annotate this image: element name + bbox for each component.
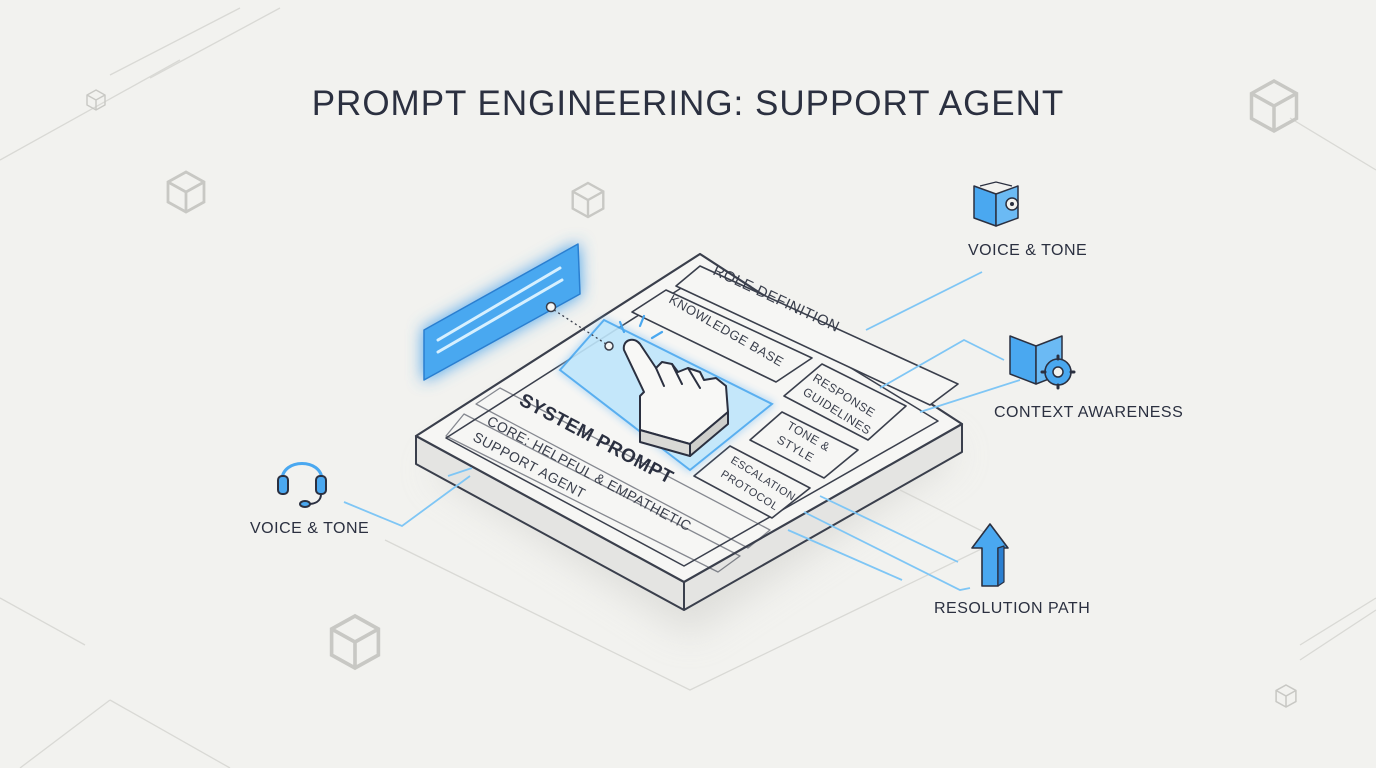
hand-pointer-icon[interactable]: [618, 314, 729, 457]
page-title: PROMPT ENGINEERING: SUPPORT AGENT: [311, 84, 1065, 123]
floating-input-card: [423, 243, 581, 381]
label-resolution-path: RESOLUTION PATH: [934, 600, 1091, 617]
tile-system-prompt[interactable]: [445, 387, 771, 573]
tile-escalation-protocol[interactable]: [693, 445, 811, 519]
tile-role-definition[interactable]: [675, 265, 959, 406]
card-connector: [553, 309, 607, 345]
label-voice-tone-right: VOICE & TONE: [968, 242, 1088, 259]
background-cubes: [86, 78, 1299, 708]
card-anchor-dot: [545, 301, 557, 313]
book-gear-icon-2: [1009, 335, 1076, 390]
tile-tone-style[interactable]: [749, 411, 859, 479]
label-voice-tone-left: VOICE & TONE: [250, 520, 370, 537]
tile-response-guidelines[interactable]: [783, 363, 907, 441]
tile-knowledge-base[interactable]: [631, 289, 813, 383]
book-gear-icon: [973, 181, 1019, 227]
background-lines: [0, 7, 1376, 768]
label-context-awareness: CONTEXT AWARENESS: [994, 404, 1184, 421]
pointer-dot: [604, 341, 614, 351]
connector-lines: [343, 271, 1021, 591]
arrow-up-icon: [971, 523, 1009, 587]
headset-icon: [277, 462, 327, 508]
